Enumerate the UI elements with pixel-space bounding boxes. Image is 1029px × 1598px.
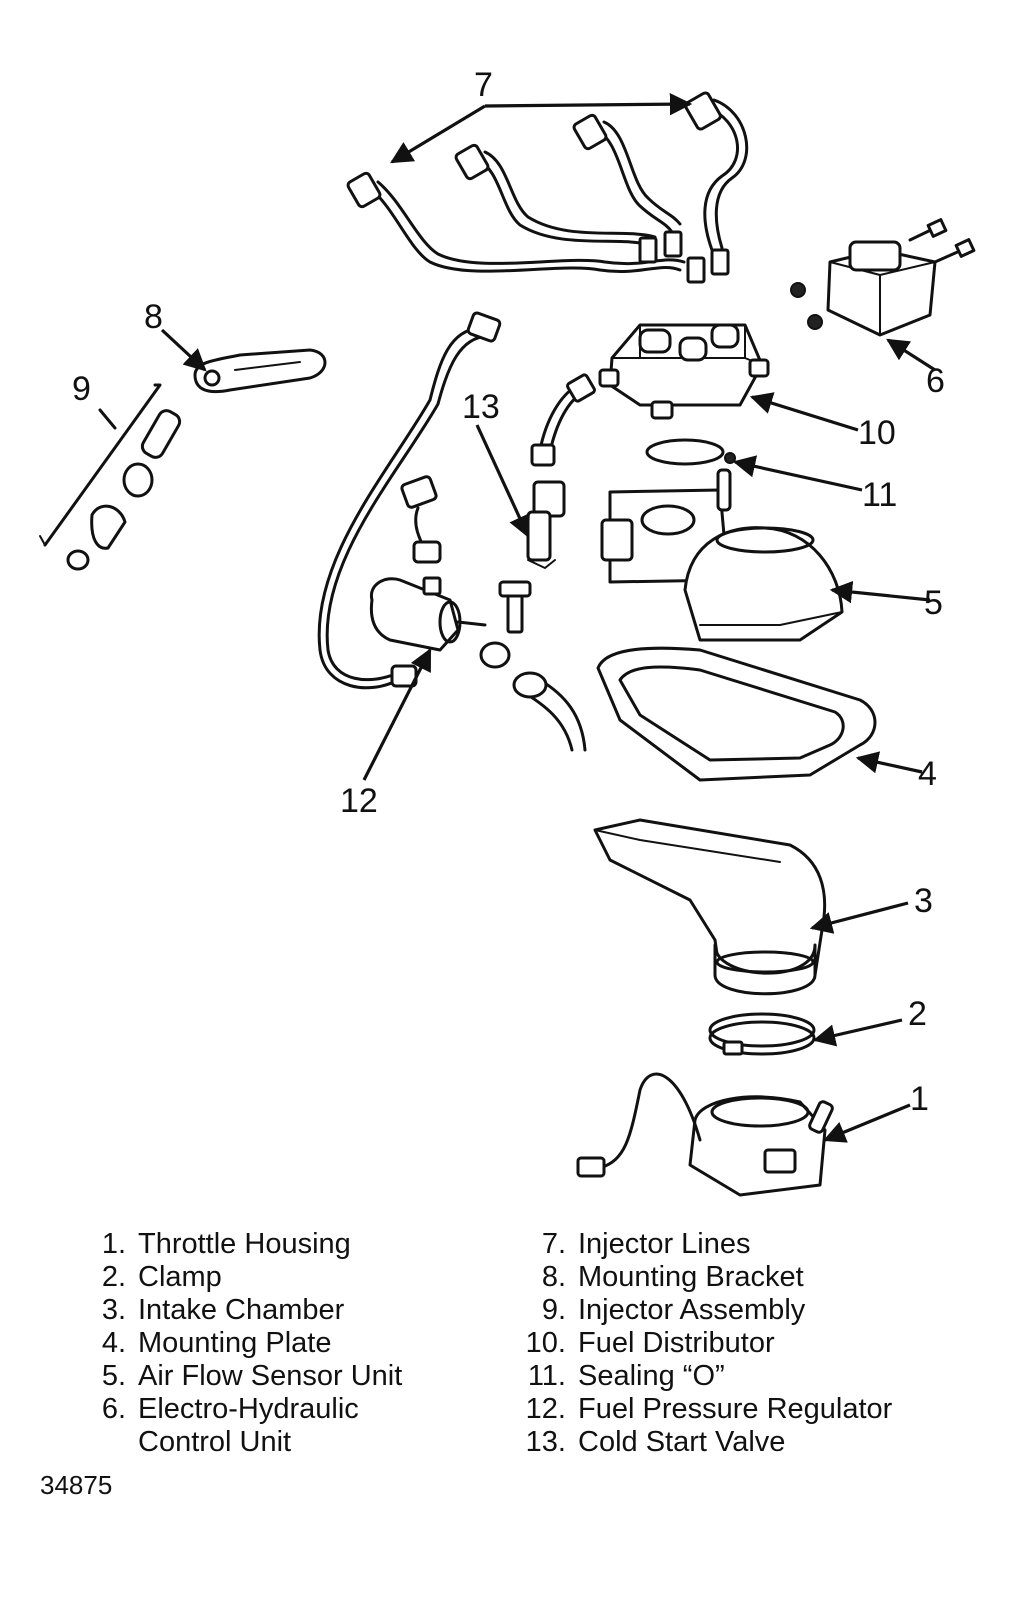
cold-start-valve bbox=[526, 480, 566, 569]
callout-6: 6 bbox=[926, 362, 945, 400]
sealing-o-ring bbox=[645, 438, 725, 466]
legend-item: 10.Fuel Distributor bbox=[525, 1327, 775, 1359]
legend-item: 7.Injector Lines bbox=[541, 1228, 751, 1260]
callout-7: 7 bbox=[474, 66, 493, 104]
callout-10: 10 bbox=[858, 414, 896, 452]
throttle-housing bbox=[576, 1072, 834, 1197]
legend-item: 4.Mounting Plate bbox=[101, 1327, 332, 1359]
intake-chamber bbox=[593, 818, 827, 996]
fuel-distributor bbox=[530, 323, 770, 467]
callout-8: 8 bbox=[144, 298, 163, 336]
legend-right-column: 7.Injector Lines 8.Mounting Bracket 9.In… bbox=[520, 1228, 893, 1459]
figure-number: 34875 bbox=[40, 1470, 113, 1500]
legend-item: Control Unit bbox=[138, 1426, 292, 1458]
callout-1: 1 bbox=[910, 1080, 929, 1118]
legend-item: 8.Mounting Bracket bbox=[541, 1261, 804, 1293]
mounting-bracket bbox=[193, 348, 327, 394]
mounting-plate bbox=[596, 646, 877, 782]
callout-4: 4 bbox=[918, 755, 937, 793]
legend-left-column: 1.Throttle Housing 2.Clamp 3.Intake Cham… bbox=[80, 1228, 403, 1459]
legend-item: 2.Clamp bbox=[101, 1261, 222, 1293]
fuel-pressure-regulator bbox=[317, 311, 587, 752]
callout-5: 5 bbox=[924, 584, 943, 622]
clamp bbox=[708, 1012, 816, 1056]
legend-item: 1.Throttle Housing bbox=[101, 1228, 351, 1260]
air-flow-sensor-unit bbox=[600, 468, 844, 642]
exploded-view-diagram: 7 6 10 11 bbox=[39, 66, 976, 1197]
legend-item: 6.Electro-Hydraulic bbox=[101, 1393, 359, 1425]
callout-13: 13 bbox=[462, 388, 500, 426]
callout-2: 2 bbox=[908, 995, 927, 1033]
callout-3: 3 bbox=[914, 882, 933, 920]
legend-item: 11.Sealing “O” bbox=[527, 1360, 725, 1392]
injector-assembly bbox=[39, 383, 182, 571]
callout-7-arrows bbox=[390, 92, 693, 164]
callout-9: 9 bbox=[72, 370, 91, 408]
legend-item: 13.Cold Start Valve bbox=[525, 1426, 786, 1458]
callout-11: 11 bbox=[862, 476, 897, 514]
callout-12: 12 bbox=[340, 782, 378, 820]
legend-item: 9.Injector Assembly bbox=[541, 1294, 806, 1326]
electro-hydraulic-control-unit bbox=[790, 218, 976, 337]
legend-item: 3.Intake Chamber bbox=[101, 1294, 345, 1326]
legend-item: 5.Air Flow Sensor Unit bbox=[101, 1360, 403, 1392]
injector-lines bbox=[346, 91, 749, 284]
legend-item: 12.Fuel Pressure Regulator bbox=[525, 1393, 893, 1425]
